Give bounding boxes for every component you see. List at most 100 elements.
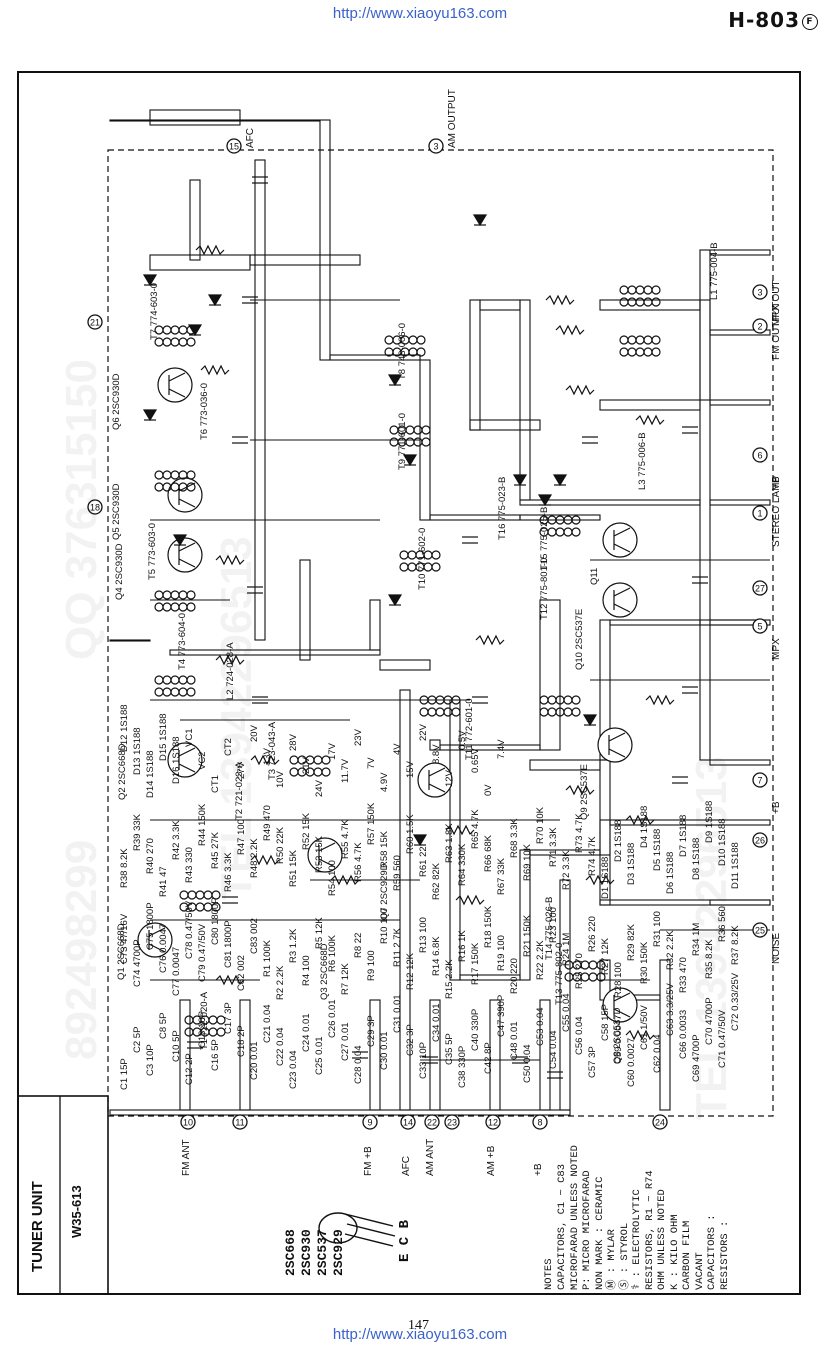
component-label: C3 10P — [145, 1044, 156, 1076]
wire-loop — [539, 999, 551, 1111]
transistor-label: Q9 2SC537E — [579, 764, 590, 820]
wire-loop — [599, 819, 611, 856]
component-label: R20 220 — [509, 958, 520, 994]
wire-loop — [254, 159, 266, 641]
source-url-top[interactable]: http://www.xiaoyu163.com — [332, 5, 508, 22]
component-label: R39 33K — [132, 814, 143, 851]
terminal-number: 25 — [755, 926, 765, 936]
component-label: D13 1S188 — [132, 727, 143, 775]
component-label: D1 1S188 — [600, 856, 611, 899]
component-label: C34 0.01 — [431, 1003, 442, 1042]
component-label: C57 3P — [587, 1046, 598, 1078]
terminal-number: 27 — [755, 584, 765, 594]
terminal-8: 8 — [532, 1114, 548, 1130]
notes-line: RESISTORS, R1 ~ R74 — [643, 1170, 656, 1290]
capacitor-symbol — [252, 696, 268, 704]
capacitor-symbol — [512, 1056, 528, 1064]
transformer-coil — [419, 695, 461, 717]
transformer-label: T7 774-603-0 — [149, 282, 160, 340]
component-label: D15 1S188 — [158, 713, 169, 761]
resistor-symbol — [645, 694, 675, 706]
transformer-coil — [384, 335, 426, 357]
transistor-symbol — [602, 987, 638, 1023]
transformer-coil — [154, 470, 196, 492]
component-label: C8 5P — [158, 1012, 169, 1039]
transformer-coil — [389, 425, 431, 447]
terminal-number: 21 — [90, 318, 100, 328]
source-url-bottom[interactable]: http://www.xiaoyu163.com — [332, 1326, 508, 1343]
transistor-label: Q5 2SC930D — [111, 483, 122, 540]
component-label: C1 15P — [119, 1058, 130, 1090]
terminal-7: 7 — [752, 772, 768, 788]
component-label: 4.9V — [379, 772, 390, 792]
terminal-label: AFC — [245, 128, 256, 148]
component-label: R26 220 — [587, 916, 598, 952]
component-label: R68 3.3K — [509, 818, 520, 858]
transformer-label: L3 775-006-B — [637, 432, 648, 490]
wire-loop — [519, 299, 531, 501]
component-label: R71 3.3K — [548, 827, 559, 867]
component-label: C78 0.47/50V — [184, 900, 195, 959]
wire-loop — [709, 499, 771, 506]
component-label: C81 1800P — [223, 920, 234, 968]
component-label: C32 3P — [405, 1024, 416, 1056]
component-label: R64 330K — [457, 843, 468, 886]
notes-line: VACANT — [693, 1252, 706, 1290]
component-label: R42 3.3K — [171, 820, 182, 860]
diode-symbol — [207, 294, 223, 307]
capacitor-symbol — [247, 586, 263, 594]
terminal-10: 10 — [180, 1114, 196, 1130]
transformer-label: T6 773-036-0 — [199, 382, 210, 440]
component-label: R74 4.7K — [587, 836, 598, 876]
capacitor-symbol — [187, 1041, 203, 1049]
capacitor-symbol — [462, 536, 478, 544]
component-label: 11.7V — [340, 758, 351, 783]
wire-loop — [489, 999, 501, 1111]
terminal-number: 3 — [757, 288, 762, 298]
component-label: C30 0.01 — [379, 1031, 390, 1070]
transistor-type-item: 2SC537 — [315, 1229, 330, 1276]
transistor-label: Q3 2SC668D — [319, 943, 330, 1000]
component-label: R44 150K — [197, 803, 208, 846]
wire-loop — [369, 599, 381, 651]
transistor-type-item: 2SC929 — [331, 1229, 346, 1276]
resistor-symbol — [200, 364, 230, 376]
capacitor-symbol — [582, 436, 598, 444]
capacitor-symbol — [692, 576, 708, 584]
model-text: H-803 — [728, 8, 800, 32]
terminal-number: 12 — [488, 1118, 498, 1128]
transistor-label: Q1 2SC668D — [116, 923, 127, 980]
resistor-symbol — [475, 634, 505, 646]
component-label: C20 0.01 — [249, 1041, 260, 1080]
transformer-coil — [539, 515, 581, 537]
component-label: C22 0.04 — [275, 1027, 286, 1066]
transistor-label: Q11 — [589, 567, 600, 585]
component-label: VC2 — [197, 751, 208, 770]
wire-loop — [709, 399, 771, 406]
component-label: D14 1S188 — [145, 750, 156, 798]
component-label: C23 0.04 — [288, 1050, 299, 1089]
resistor-symbol — [625, 814, 655, 826]
component-label: R43 330 — [184, 847, 195, 883]
component-label: C83 002 — [249, 918, 260, 954]
resistor-symbol — [250, 754, 280, 766]
component-label: R66 68K — [483, 835, 494, 872]
component-label: C28 0.04 — [353, 1045, 364, 1084]
resistor-symbol — [195, 244, 225, 256]
terminal-label: +B — [533, 1163, 544, 1176]
component-label: 21V — [301, 757, 312, 774]
terminal-number: 23 — [447, 1118, 457, 1128]
component-label: C82 002 — [236, 955, 247, 991]
notes-line: CAPACITORS, C1 ~ C83 — [556, 1163, 568, 1290]
terminal-number: 9 — [367, 1118, 372, 1128]
transistor-label: Q6 2SC930D — [111, 373, 122, 430]
component-label: R1 100K — [262, 940, 273, 977]
component-label: R19 100 — [496, 935, 507, 971]
component-label: R63 1.8K — [444, 823, 455, 863]
component-label: R57 150K — [366, 802, 377, 845]
transformer-coil — [154, 325, 196, 347]
transistor-symbol — [167, 537, 203, 573]
capacitor-symbol — [672, 776, 688, 784]
component-label: R29 82K — [626, 924, 637, 961]
transformer-coil — [184, 1015, 226, 1037]
